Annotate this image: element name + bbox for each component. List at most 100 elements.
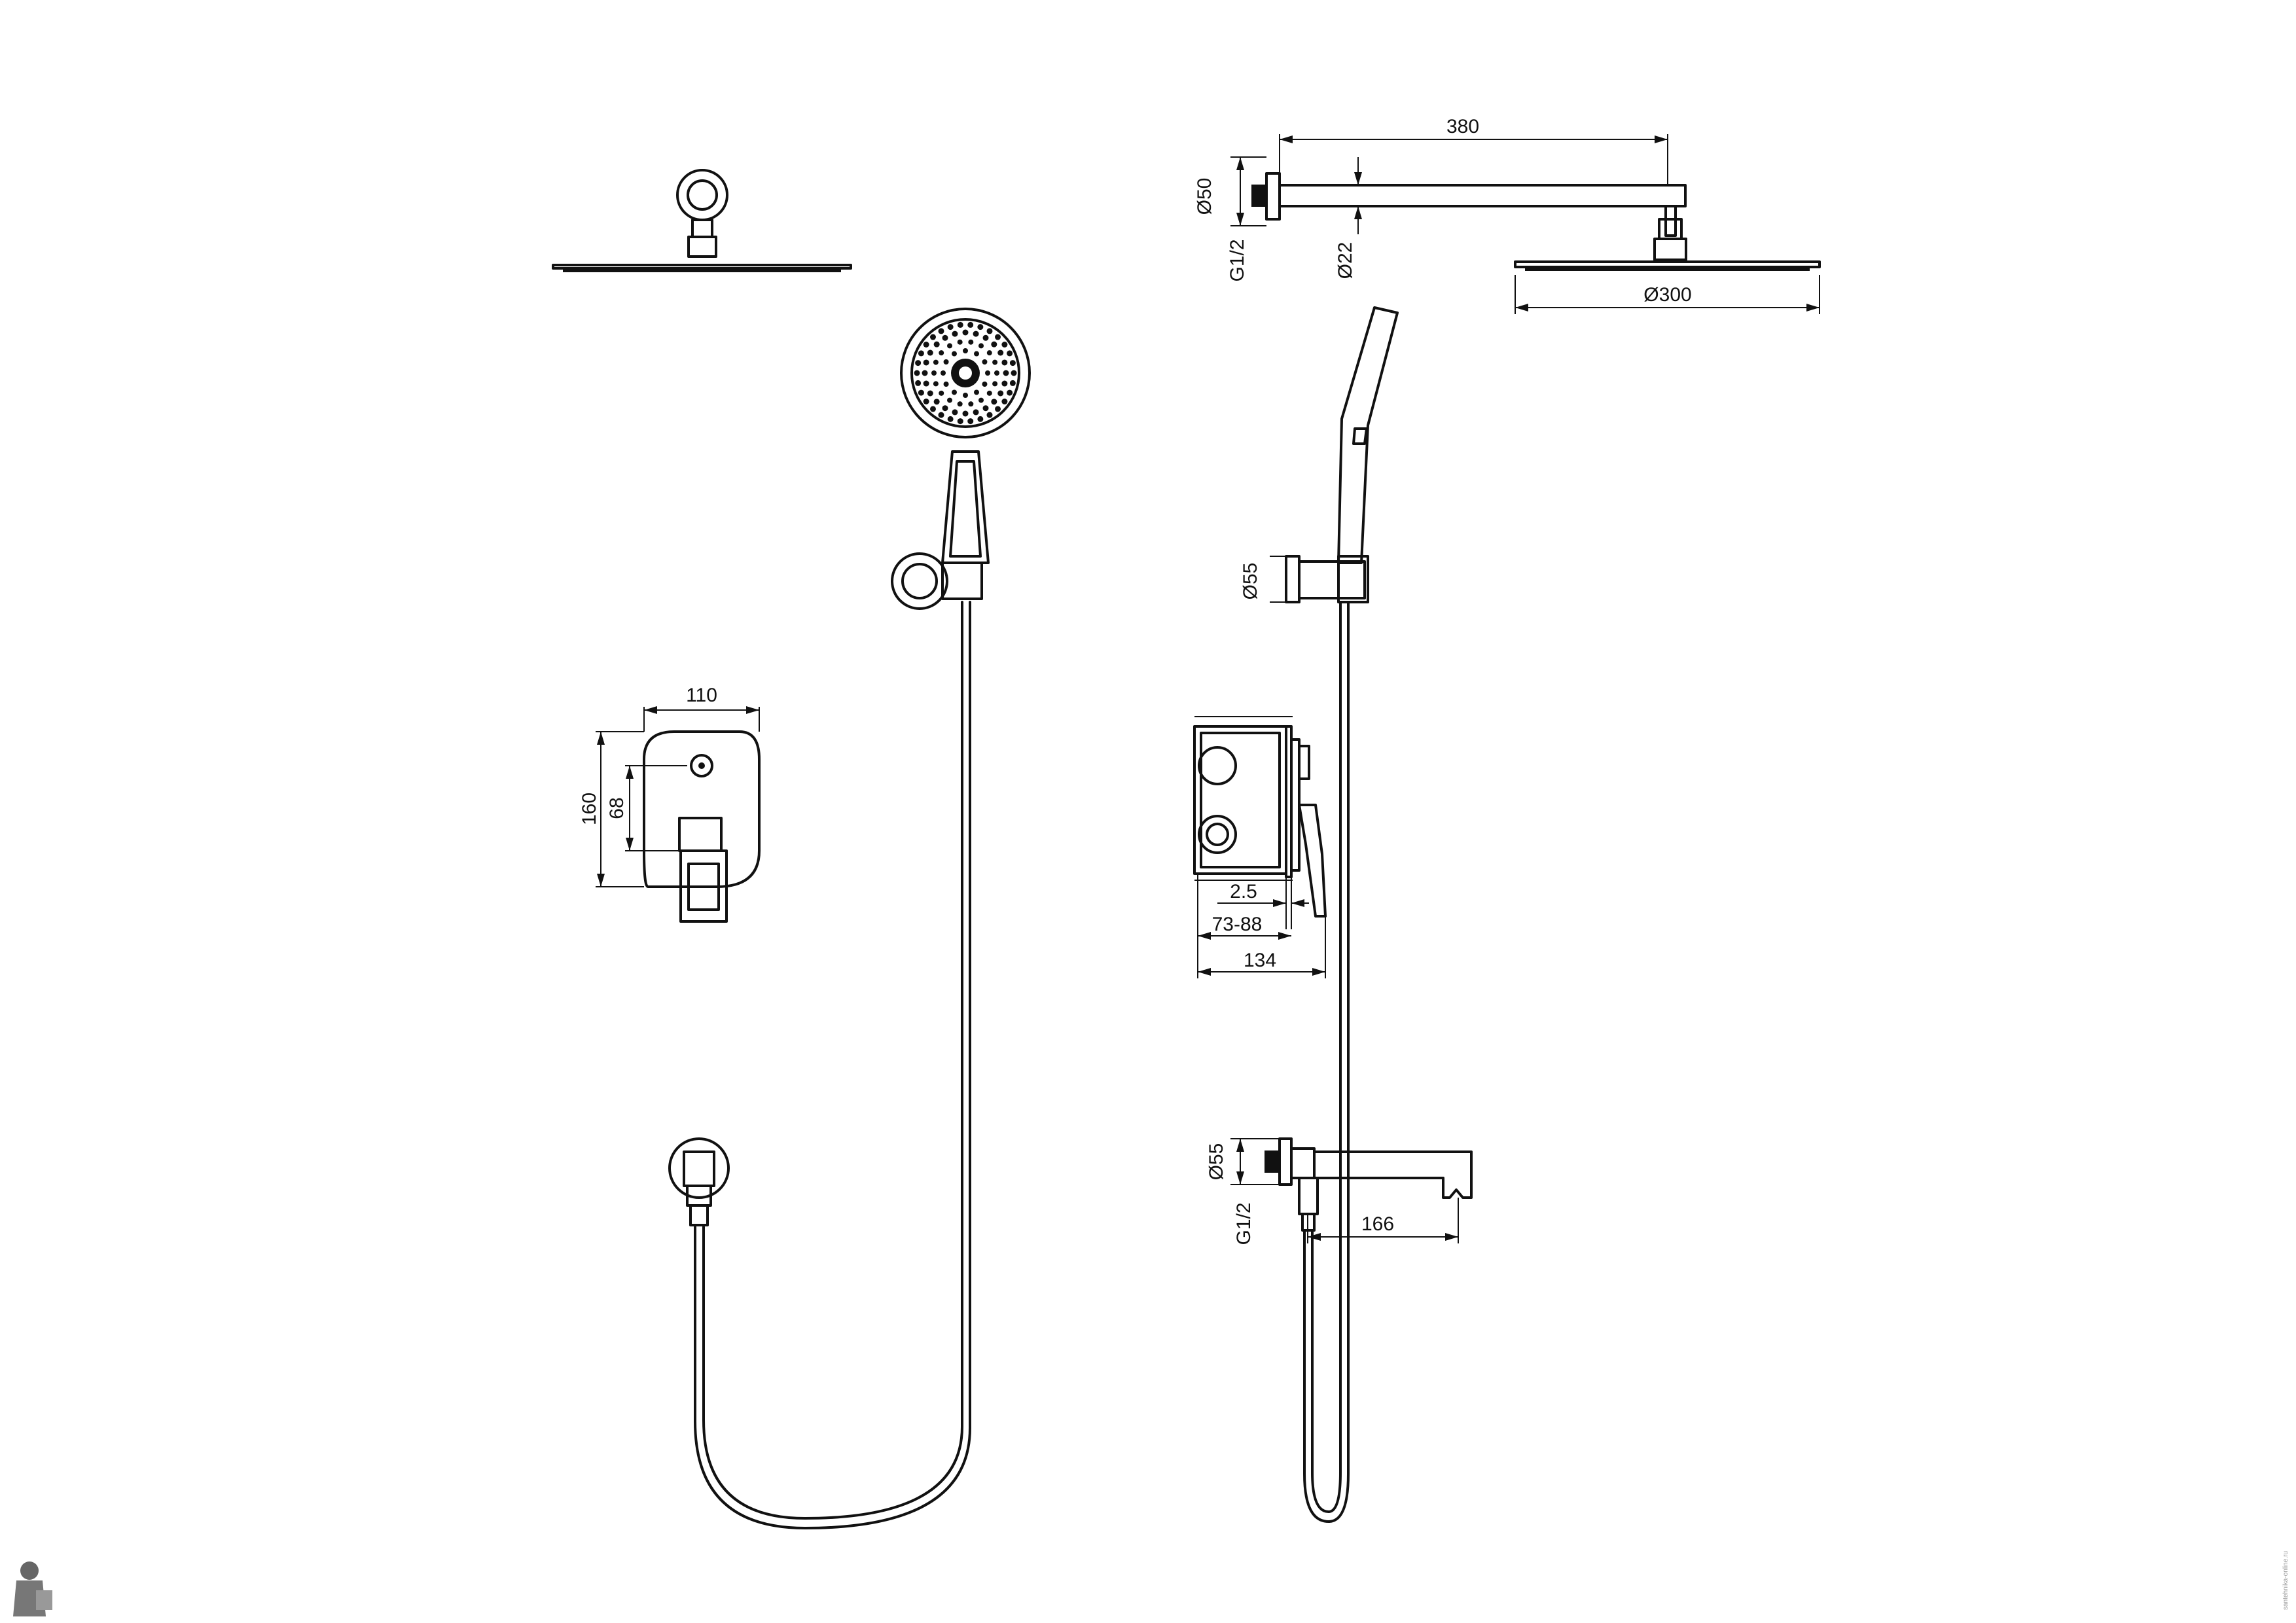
nozzle-dot: [923, 342, 929, 348]
nozzle-dot: [923, 398, 929, 404]
nozzle-dot: [1007, 350, 1013, 357]
nozzle-dot: [997, 390, 1004, 397]
spout-dimensions: [1230, 1138, 1459, 1243]
nozzle-dot: [943, 382, 949, 387]
nozzle-dot: [922, 370, 928, 376]
arm-length-label: 380: [1446, 116, 1479, 137]
box-offset-label: 2.5: [1230, 881, 1257, 902]
rain-shower-arm-side-view: [1251, 172, 1821, 271]
nozzle-dot: [1007, 389, 1013, 396]
nozzle-dot: [942, 405, 948, 412]
spout-flange-dia-label: Ø55: [1206, 1143, 1227, 1181]
concealed-box-side-view: [1193, 716, 1327, 918]
nozzle-dot: [927, 349, 933, 356]
flange-dia-top-label: Ø50: [1194, 178, 1215, 215]
nozzle-dot: [914, 370, 920, 376]
nozzle-dot: [1003, 370, 1009, 376]
box-dimensions: [1197, 874, 1326, 978]
nozzle-dot: [991, 399, 997, 405]
nozzle-dot: [968, 339, 974, 345]
nozzle-dot: [923, 380, 929, 387]
nozzle-dot: [931, 370, 937, 376]
wall-outlet-front-view: [668, 1137, 730, 1226]
nozzle-dot: [992, 359, 998, 365]
nozzle-dot: [929, 406, 936, 412]
nozzle-dot: [982, 405, 989, 412]
nozzle-dot: [967, 321, 974, 328]
nozzle-dot: [982, 359, 988, 365]
shower-hose-left: [694, 601, 971, 1529]
nozzle-dot: [942, 334, 948, 341]
holder-dia-label: Ø55: [1240, 563, 1261, 600]
nozzle-dot: [938, 328, 944, 334]
nozzle-dot: [1001, 380, 1008, 387]
hand-shower-side-view: [1285, 306, 1399, 603]
arm-dia-label: Ø22: [1335, 242, 1356, 279]
nozzle-dot: [947, 416, 954, 422]
nozzle-dot: [957, 339, 963, 345]
nozzle-dot: [952, 389, 957, 395]
nozzle-dot: [986, 328, 993, 334]
nozzle-dot: [995, 406, 1001, 412]
nozzle-dot: [1009, 380, 1016, 386]
hand-shower-front-view: [891, 308, 1031, 610]
nozzle-dot: [977, 416, 984, 422]
nozzle-dot: [968, 401, 974, 407]
nozzle-dot: [941, 370, 946, 376]
rain-shower-head-front-view: [552, 169, 852, 272]
nozzle-dot: [963, 348, 968, 353]
nozzle-dot: [915, 360, 922, 366]
nozzle-dot: [957, 418, 963, 425]
nozzle-dot: [947, 324, 954, 330]
nozzle-dot: [973, 409, 979, 416]
nozzle-dot: [1001, 359, 1008, 366]
spout-length-label: 166: [1361, 1213, 1394, 1235]
nozzle-dot: [947, 343, 952, 349]
nozzle-dot: [982, 382, 988, 387]
nozzle-dot: [943, 359, 949, 365]
nozzle-dot: [939, 350, 944, 356]
thread-top-label: G1/2: [1227, 239, 1248, 281]
arm-dimensions: [1230, 134, 1820, 314]
nozzle-dot: [918, 389, 924, 396]
shower-hose-right: [1303, 601, 1350, 1523]
nozzle-dot: [963, 393, 968, 398]
nozzle-dot: [933, 341, 940, 348]
mixer-plate-front-view: [643, 730, 761, 923]
nozzle-dot: [933, 399, 940, 405]
watermark: santehnika-online.ru: [2282, 1551, 2289, 1610]
nozzle-dot: [933, 381, 939, 387]
nozzle-dot: [974, 351, 979, 357]
box-depth-range-label: 73-88: [1212, 914, 1263, 935]
total-depth-label: 134: [1244, 950, 1276, 971]
nozzle-dot: [933, 359, 939, 365]
nozzle-dot: [986, 350, 992, 356]
plate-width-label: 110: [686, 685, 717, 706]
nozzle-dot: [962, 329, 969, 336]
nozzle-dot: [992, 381, 998, 387]
nozzle-dot: [957, 401, 963, 407]
lever-height-label: 68: [606, 797, 628, 819]
nozzle-dot: [978, 343, 984, 349]
nozzle-dot: [994, 370, 999, 376]
nozzle-dot: [974, 389, 979, 395]
nozzle-dot: [957, 321, 963, 328]
nozzle-dot: [938, 412, 944, 418]
nozzle-dot: [915, 380, 922, 386]
nozzle-dot: [962, 410, 969, 417]
nozzle-dot: [982, 334, 989, 341]
nozzle-dot: [977, 324, 984, 330]
nozzle-dot: [978, 397, 984, 403]
nozzle-dot: [927, 390, 933, 397]
nozzle-dot: [947, 397, 952, 403]
nozzle-dot: [991, 341, 997, 348]
nozzle-dot: [1001, 342, 1008, 348]
nozzle-dot: [995, 334, 1001, 340]
nozzle-dot: [939, 390, 944, 396]
nozzle-dot: [918, 350, 924, 357]
nozzle-dot: [973, 330, 979, 337]
nozzle-dot: [997, 349, 1004, 356]
spout-thread-label: G1/2: [1233, 1202, 1255, 1245]
nozzle-dot: [967, 418, 974, 425]
